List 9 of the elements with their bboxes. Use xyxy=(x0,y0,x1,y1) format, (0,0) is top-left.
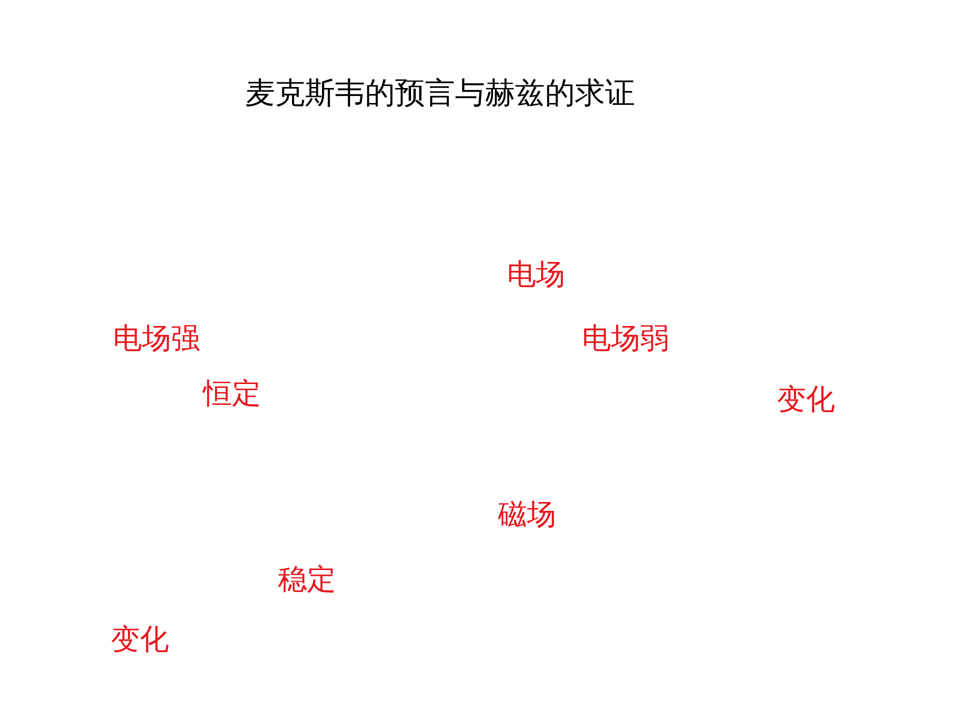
text-label: 电场强 xyxy=(113,321,200,356)
text-label: 磁场 xyxy=(498,497,556,532)
text-label: 稳定 xyxy=(278,562,336,597)
text-label: 变化 xyxy=(777,382,835,417)
text-label: 电场弱 xyxy=(582,321,669,356)
text-label: 变化 xyxy=(111,622,169,657)
text-label: 恒定 xyxy=(203,376,261,411)
title: 麦克斯韦的预言与赫兹的求证 xyxy=(245,76,635,112)
text-label: 电场 xyxy=(507,257,565,292)
